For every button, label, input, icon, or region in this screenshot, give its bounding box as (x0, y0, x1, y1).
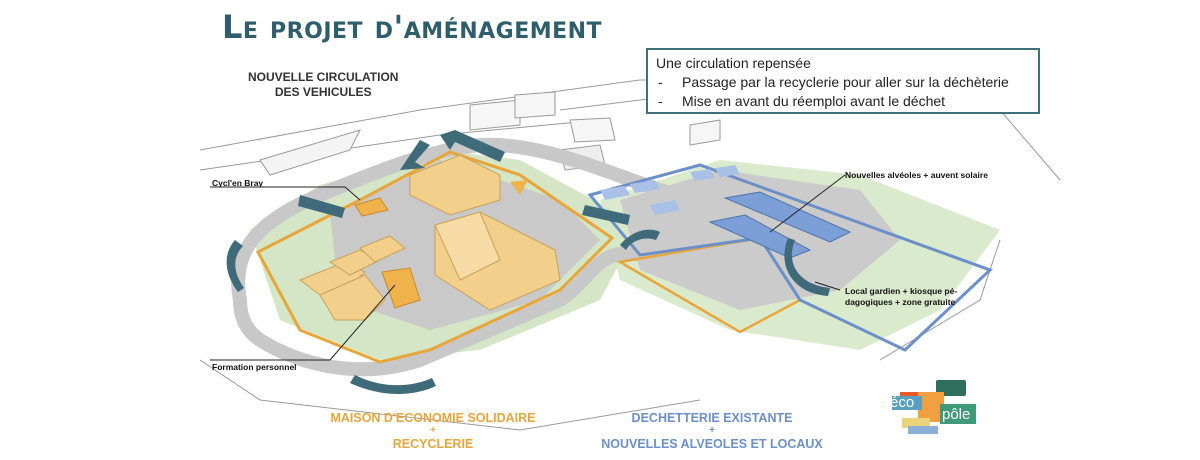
local-gardien-label-line: Local gardien + kiosque pé- (845, 286, 958, 296)
background-sketch (199, 79, 1061, 431)
alveoles-solaire-label: Nouvelles alvéoles + auvent solaire (845, 170, 988, 180)
caption-plus: + (709, 425, 715, 436)
page-title: Le projet d'aménagement (222, 8, 603, 46)
ecopole-logo: éco pôle (888, 378, 980, 440)
circulation-arrows (226, 130, 830, 394)
caption-plus: + (430, 425, 436, 436)
solar-alveoles (600, 165, 852, 259)
caption-line: MAISON D'ECONOMIE SOLIDAIRE (330, 411, 536, 425)
callout-bullet: - Mise en avant du réemploi avant le déc… (656, 92, 1030, 111)
callout-bullet-text: Passage par la recyclerie pour aller sur… (682, 74, 1009, 90)
caption-line: NOUVELLES ALVEOLES ET LOCAUX (601, 437, 823, 451)
circulation-label-line: DES VEHICULES (274, 85, 372, 99)
circulation-label: NOUVELLE CIRCULATION DES VEHICULES (248, 70, 398, 100)
circulation-callout: Une circulation repensée - Passage par l… (646, 48, 1040, 114)
local-gardien-label-line: dagogiques + zone gratuite (845, 297, 956, 307)
caption-line: RECYCLERIE (392, 437, 474, 451)
formation-label: Formation personnel (212, 362, 297, 372)
caption-dechetterie: DECHETTERIE EXISTANTE + NOUVELLES ALVEOL… (596, 410, 828, 452)
logo-shapes (892, 380, 976, 434)
callout-bullet-text: Mise en avant du réemploi avant le déche… (682, 93, 946, 109)
cyclenbray-label: Cycl'en Bray (212, 178, 264, 188)
blue-perimeter (587, 163, 993, 352)
bullet-dash: - (658, 74, 663, 90)
caption-line: DECHETTERIE EXISTANTE (631, 411, 793, 425)
buildings (298, 154, 561, 321)
leader-lines (210, 174, 846, 361)
bullet-dash: - (658, 93, 663, 109)
caption-maison-economie: MAISON D'ECONOMIE SOLIDAIRE + RECYCLERIE (318, 410, 548, 452)
logo-text-right: pôle (942, 406, 971, 423)
orange-perimeter (255, 150, 615, 364)
circulation-label-line: NOUVELLE CIRCULATION (248, 70, 399, 84)
logo-text-left: éco (890, 394, 915, 411)
callout-heading: Une circulation repensée (656, 55, 811, 71)
callout-bullet: - Passage par la recyclerie pour aller s… (656, 73, 1030, 92)
local-gardien-label: Local gardien + kiosque pé- dagogiques +… (845, 286, 957, 308)
